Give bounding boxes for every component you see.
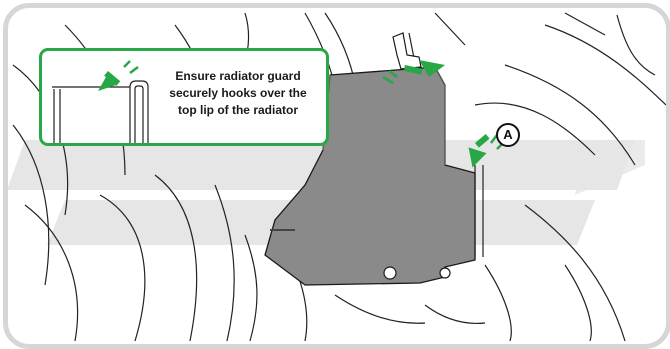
callout-box: Ensure radiator guard securely hooks ove…	[39, 48, 329, 146]
label-a: A	[496, 123, 520, 147]
callout-arrow-icon	[98, 71, 120, 91]
mounting-bracket	[393, 33, 421, 69]
callout-instruction-text: Ensure radiator guard securely hooks ove…	[154, 68, 322, 119]
illustration-frame: Ensure radiator guard securely hooks ove…	[3, 3, 670, 349]
